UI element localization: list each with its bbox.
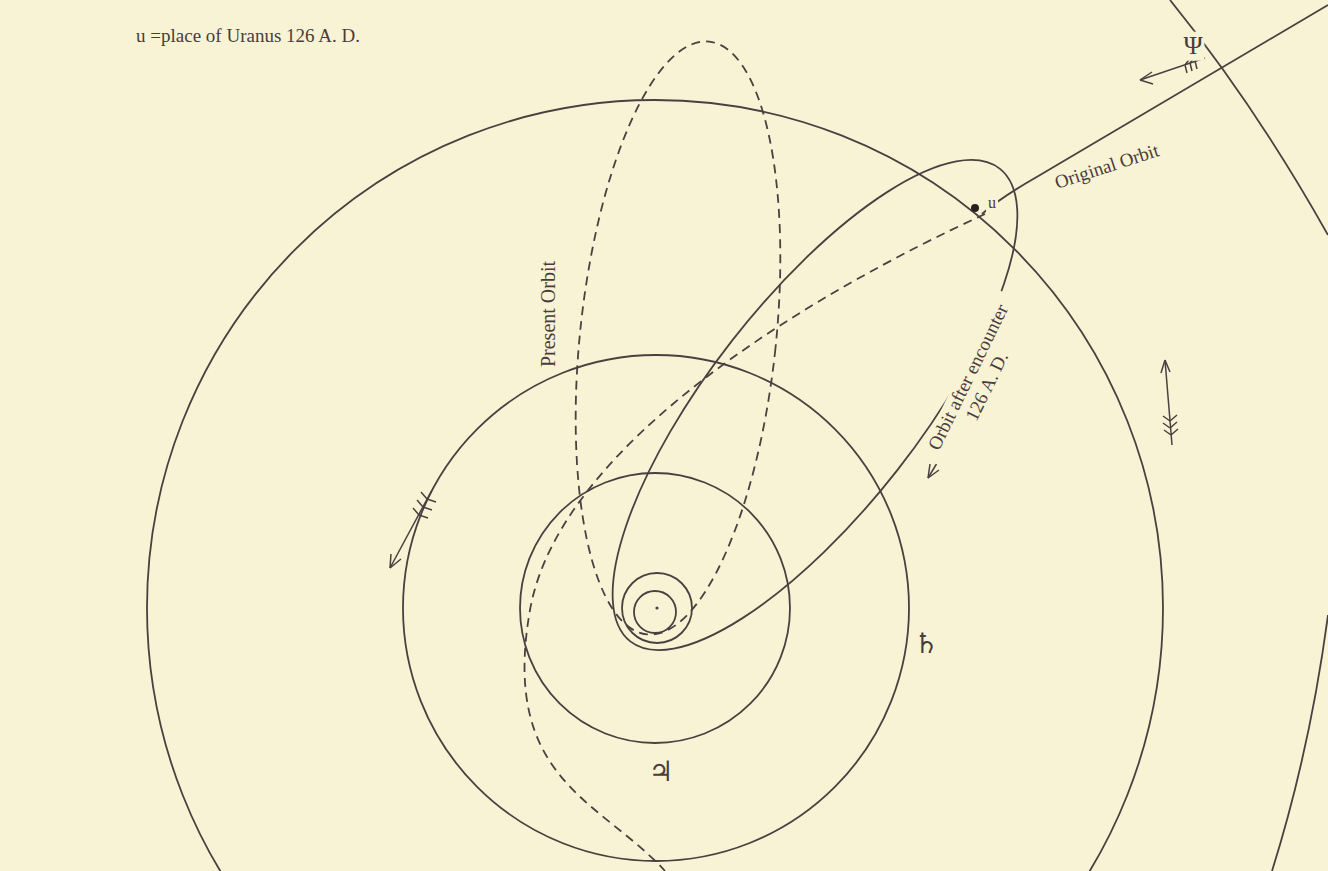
- original-orbit: [982, 5, 1328, 214]
- jupiter-orbit: [520, 473, 790, 743]
- motion-arrow: [390, 490, 436, 568]
- saturn-orbit: [403, 355, 909, 861]
- inner-orbit: [622, 573, 692, 643]
- note-text: u =place of Uranus 126 A. D.: [134, 26, 362, 47]
- orbit-label: Present Orbit: [537, 259, 559, 369]
- motion-arrow: [1161, 360, 1178, 445]
- original-orbit-continued: [525, 214, 985, 871]
- planet-symbol: Ψ: [1181, 32, 1204, 61]
- orbit-after-encounter: [548, 104, 1083, 706]
- orbit-label: Original Orbit: [1050, 140, 1163, 195]
- uranus-place: [971, 204, 979, 212]
- neptune-orbit: [1272, 615, 1328, 871]
- uranus-orbit: [147, 100, 1163, 871]
- planet-symbol: ♃: [646, 757, 675, 788]
- point-label: u: [986, 194, 998, 212]
- neptune-orbit: [1170, 0, 1328, 235]
- sun-dot: [655, 606, 658, 609]
- present-orbit: [549, 31, 806, 644]
- orbit-label: Orbit after encounter 126 A. D.: [919, 290, 1037, 474]
- planet-symbol: ♄: [911, 629, 940, 660]
- inner-orbit: [634, 591, 676, 633]
